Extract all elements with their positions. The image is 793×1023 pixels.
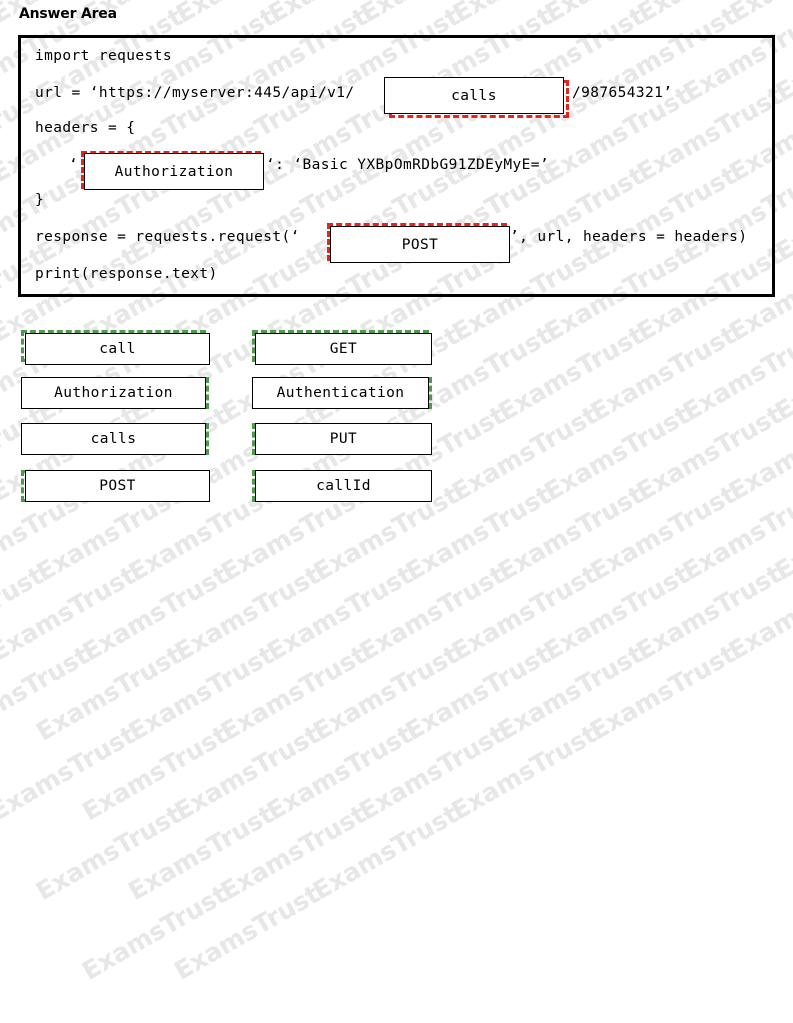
code-line-headers-close: } xyxy=(35,192,45,208)
code-line-import: import requests xyxy=(35,48,172,64)
code-snippet-panel: import requests url = ‘https://myserver:… xyxy=(18,35,775,297)
page-title: Answer Area xyxy=(19,6,117,22)
code-line-url-suffix: /987654321’ xyxy=(572,85,673,101)
option-put[interactable]: PUT xyxy=(255,423,432,455)
code-line-header-key-quote: ‘ xyxy=(69,157,79,173)
code-line-header-value: ‘: ‘Basic YXBpOmRDbG91ZDEyMyE=’ xyxy=(266,157,550,173)
option-calls[interactable]: calls xyxy=(21,423,206,455)
option-post[interactable]: POST xyxy=(25,470,210,502)
code-line-request-suffix: ’, url, headers = headers) xyxy=(510,229,748,245)
code-line-url-prefix: url = ‘https://myserver:445/api/v1/ xyxy=(35,85,355,101)
option-call[interactable]: call xyxy=(25,333,210,365)
dropped-token-authorization[interactable]: Authorization xyxy=(84,153,264,190)
dropped-token-calls[interactable]: calls xyxy=(384,77,564,114)
dropped-token-post[interactable]: POST xyxy=(330,226,510,263)
code-line-print: print(response.text) xyxy=(35,266,218,282)
option-callid[interactable]: callId xyxy=(255,470,432,502)
code-line-request-prefix: response = requests.request(‘ xyxy=(35,229,300,245)
code-line-headers-open: headers = { xyxy=(35,120,136,136)
option-get[interactable]: GET xyxy=(255,333,432,365)
option-authentication[interactable]: Authentication xyxy=(252,377,429,409)
option-authorization[interactable]: Authorization xyxy=(21,377,206,409)
